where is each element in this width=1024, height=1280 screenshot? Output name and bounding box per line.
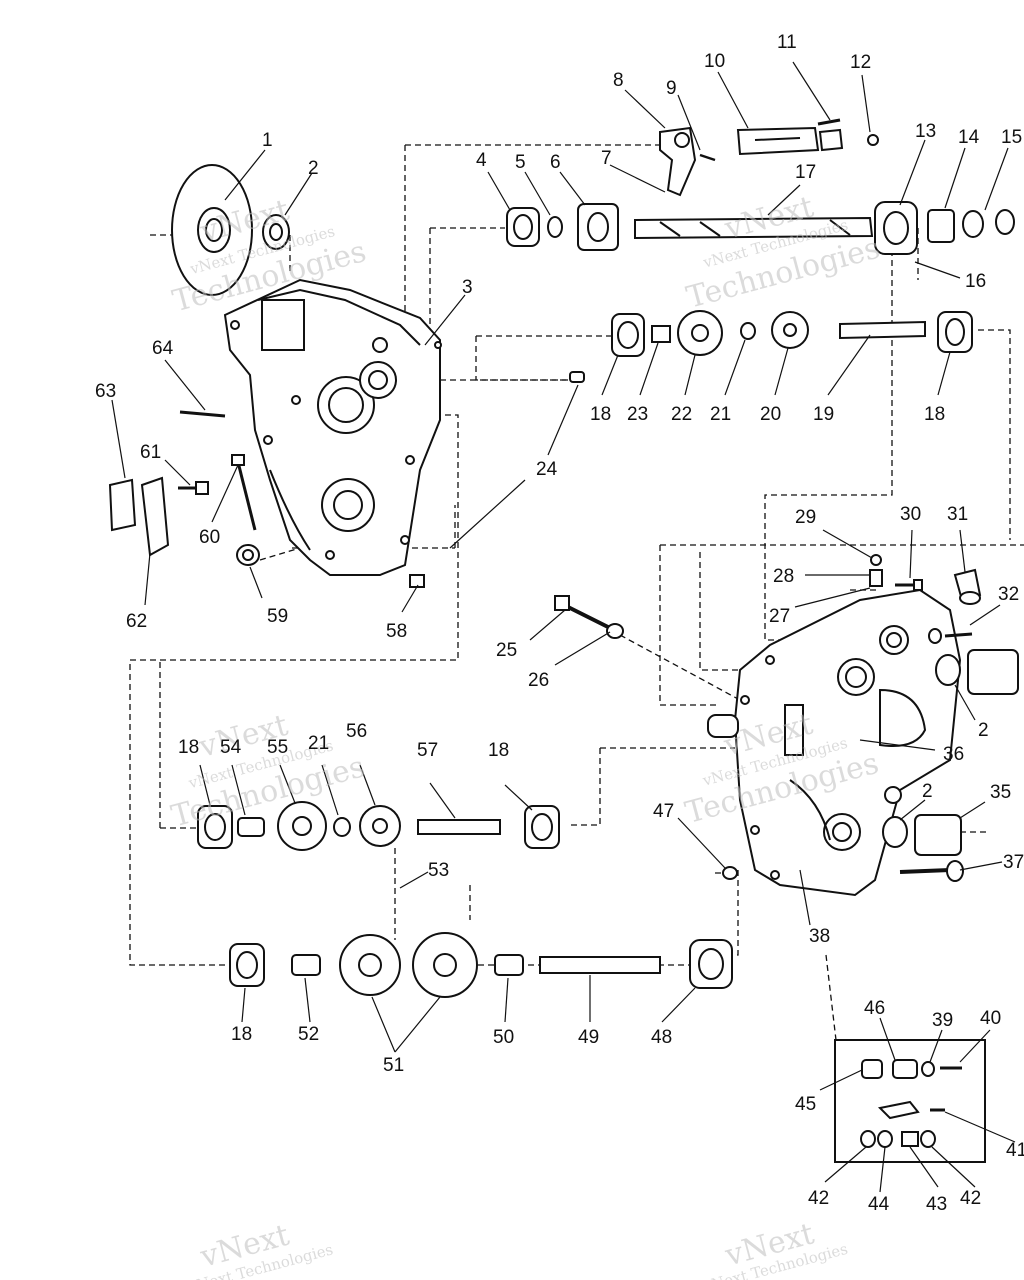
callout-27: 27 <box>769 606 790 627</box>
callout-41: 41 <box>1006 1140 1024 1161</box>
callout-23: 23 <box>627 404 648 425</box>
callout-30: 30 <box>900 504 921 525</box>
callout-16: 16 <box>965 271 986 292</box>
callout-31: 31 <box>947 504 968 525</box>
callout-20: 20 <box>760 404 781 425</box>
callout-40: 40 <box>980 1008 1001 1029</box>
callout-32: 32 <box>998 584 1019 605</box>
left-transmission-housing <box>223 278 442 576</box>
right-side-parts <box>554 554 1019 882</box>
callout-18: 18 <box>924 404 945 425</box>
callout-43: 43 <box>926 1194 947 1215</box>
callout-36: 36 <box>943 744 964 765</box>
mount-bracket <box>108 410 425 588</box>
callout-51: 51 <box>383 1055 404 1076</box>
callout-3: 3 <box>462 277 473 298</box>
callout-13: 13 <box>915 121 936 142</box>
callout-54: 54 <box>220 737 242 758</box>
callout-29: 29 <box>795 507 816 528</box>
callout-45: 45 <box>795 1094 816 1115</box>
callout-59: 59 <box>267 606 288 627</box>
callout-26: 26 <box>528 670 549 691</box>
callout-57: 57 <box>417 740 438 761</box>
callout-18: 18 <box>231 1024 252 1045</box>
callout-22: 22 <box>671 404 692 425</box>
callout-50: 50 <box>493 1027 514 1048</box>
callout-53: 53 <box>428 860 449 881</box>
callout-15: 15 <box>1001 127 1022 148</box>
callout-9: 9 <box>666 78 677 99</box>
callout-61: 61 <box>140 442 161 463</box>
callout-2: 2 <box>308 158 319 179</box>
callout-18: 18 <box>178 737 199 758</box>
lower-left-shaft-parts <box>197 801 560 851</box>
callout-7: 7 <box>601 148 612 169</box>
callout-28: 28 <box>773 566 794 587</box>
callout-44: 44 <box>868 1194 890 1215</box>
callout-46: 46 <box>864 998 885 1019</box>
callout-58: 58 <box>386 621 407 642</box>
callout-55: 55 <box>267 737 288 758</box>
leader-lines <box>111 61 1016 1193</box>
callout-25: 25 <box>496 640 517 661</box>
callout-1: 1 <box>262 130 273 151</box>
second-shaft-parts <box>569 310 973 383</box>
callout-17: 17 <box>795 162 816 183</box>
callout-12: 12 <box>850 52 871 73</box>
callout-6: 6 <box>550 152 561 173</box>
callout-56: 56 <box>346 721 367 742</box>
callout-37: 37 <box>1003 852 1024 873</box>
callout-2: 2 <box>922 781 933 802</box>
callout-labels: 1 2 2 2 3 4 5 6 7 8 9 10 11 12 13 14 15 … <box>95 32 1024 1215</box>
callout-8: 8 <box>613 70 624 91</box>
callout-60: 60 <box>199 527 220 548</box>
bottom-shaft-parts <box>229 932 733 998</box>
callout-21: 21 <box>710 404 731 425</box>
inset-detail <box>834 1039 986 1163</box>
callout-10: 10 <box>704 51 725 72</box>
callout-35: 35 <box>990 782 1011 803</box>
bearing-2-top <box>262 214 290 250</box>
drive-disc <box>171 164 253 296</box>
callout-4: 4 <box>476 150 487 171</box>
callout-18: 18 <box>488 740 509 761</box>
right-transmission-housing <box>707 588 962 897</box>
callout-49: 49 <box>578 1027 599 1048</box>
callout-2: 2 <box>978 720 989 741</box>
callout-19: 19 <box>813 404 834 425</box>
callout-21: 21 <box>308 733 329 754</box>
callout-24: 24 <box>536 459 558 480</box>
callout-64: 64 <box>152 338 174 359</box>
callout-39: 39 <box>932 1010 953 1031</box>
callout-48: 48 <box>651 1027 672 1048</box>
callout-42: 42 <box>960 1188 981 1209</box>
callout-52: 52 <box>298 1024 319 1045</box>
shift-fork-assembly <box>659 118 879 197</box>
callout-42: 42 <box>808 1188 829 1209</box>
callout-18: 18 <box>590 404 611 425</box>
callout-63: 63 <box>95 381 116 402</box>
callout-47: 47 <box>653 801 674 822</box>
callout-62: 62 <box>126 611 147 632</box>
callout-11: 11 <box>777 32 797 53</box>
top-shaft-parts <box>506 201 1015 255</box>
callout-14: 14 <box>958 127 980 148</box>
callout-38: 38 <box>809 926 830 947</box>
callout-5: 5 <box>515 152 526 173</box>
